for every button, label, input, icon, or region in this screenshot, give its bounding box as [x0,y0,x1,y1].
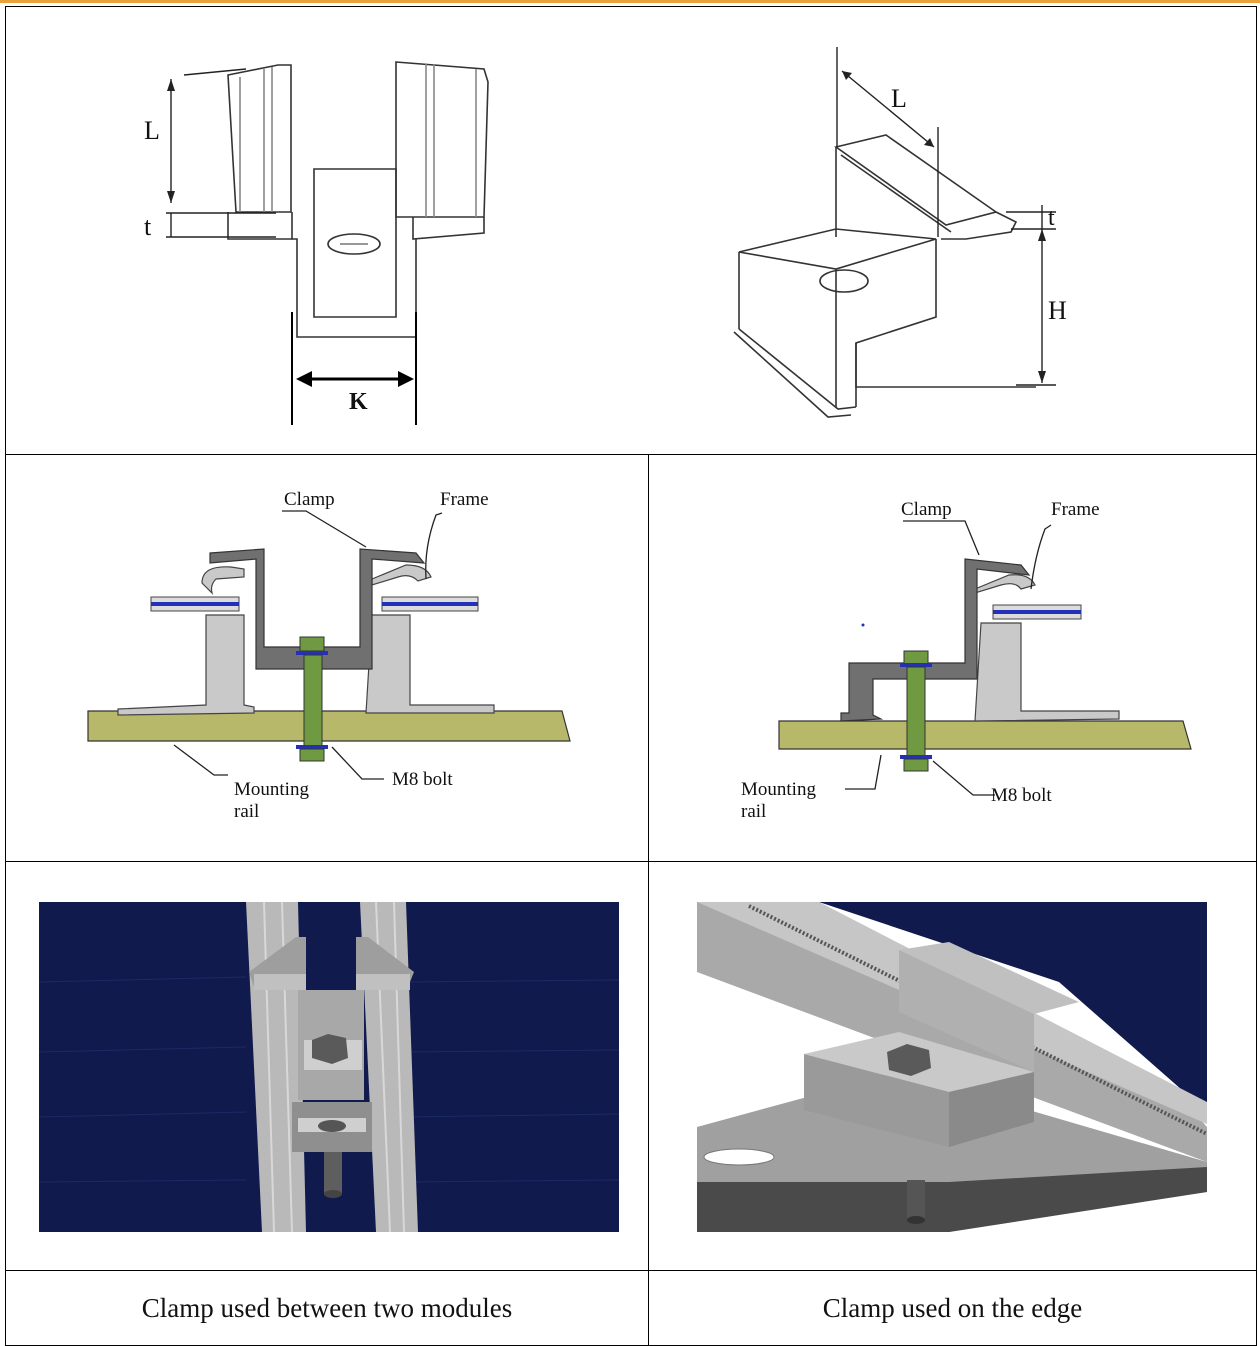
mounting-rail [87,710,571,742]
clamp-label: Clamp [284,489,335,510]
mid-clamp-render-cell [5,861,649,1271]
dim-K-label: K [349,389,368,415]
frame-label-edge: Frame [1051,499,1100,520]
mid-clamp-render [38,901,620,1233]
dim-L-right-label: L [891,84,907,113]
caption-mid-clamp: Clamp used between two modules [141,1293,513,1323]
edge-leader-lines [845,520,1052,796]
dim-L-label: L [144,116,160,145]
diagram-table: L t K [5,6,1257,1346]
edge-module-frame [974,574,1120,722]
end-clamp-render [697,902,1208,1232]
leader-lines [173,510,443,780]
dimension-drawings: L t K [144,47,1067,425]
rail-label-edge-line2: rail [741,801,766,822]
clamp-label-edge: Clamp [901,499,952,520]
dim-L-left-lines [166,68,276,238]
rail-label-line2: rail [234,801,259,822]
module-frames [117,564,495,716]
edge-glass-panel [992,604,1082,620]
mid-clamp-drawing [227,61,489,425]
bolt-3d-edge [887,1044,931,1224]
rail-label-edge-line1: Mounting [741,779,816,800]
caption-end-clamp: Clamp used on the edge [822,1293,1083,1323]
edge-solar-panel [819,902,1207,1112]
bolt-3d [312,1034,348,1198]
dim-K-arrow [296,371,414,387]
dim-t-right-label: t [1048,205,1055,231]
m8-bolt [296,636,328,762]
glass-panels [150,596,479,612]
dim-lines-right [836,47,1056,386]
rail-label-line1: Mounting [234,779,309,800]
m8-bolt-edge [900,650,932,772]
top-accent-line [0,0,1260,3]
bolt-label: M8 bolt [392,769,453,790]
caption-left-cell: Clamp used between two modules [5,1270,649,1346]
end-clamp-render-cell [648,861,1257,1271]
frame-label: Frame [440,489,489,510]
caption-right-cell: Clamp used on the edge [648,1270,1257,1346]
panel-cell-lines [38,976,620,1183]
mid-clamp-section: Clamp Frame Mounting rail M8 bolt [87,489,571,822]
end-clamp-section: Clamp Frame Mounting rail M8 bolt [741,499,1192,822]
bolt-label-edge: M8 bolt [991,785,1052,806]
mid-clamp [209,548,426,670]
mid-clamp-section-cell: Clamp Frame Mounting rail M8 bolt [5,454,649,862]
end-clamp [840,558,1031,722]
mounting-rail-edge [778,720,1192,750]
dimension-drawings-cell: L t K [5,6,1257,455]
end-clamp-section-cell: Clamp Frame Mounting rail M8 bolt [648,454,1257,862]
dim-H-label: H [1048,296,1067,325]
stray-dot [861,623,865,627]
dim-t-label: t [144,212,152,241]
end-clamp-drawing [733,134,1036,418]
